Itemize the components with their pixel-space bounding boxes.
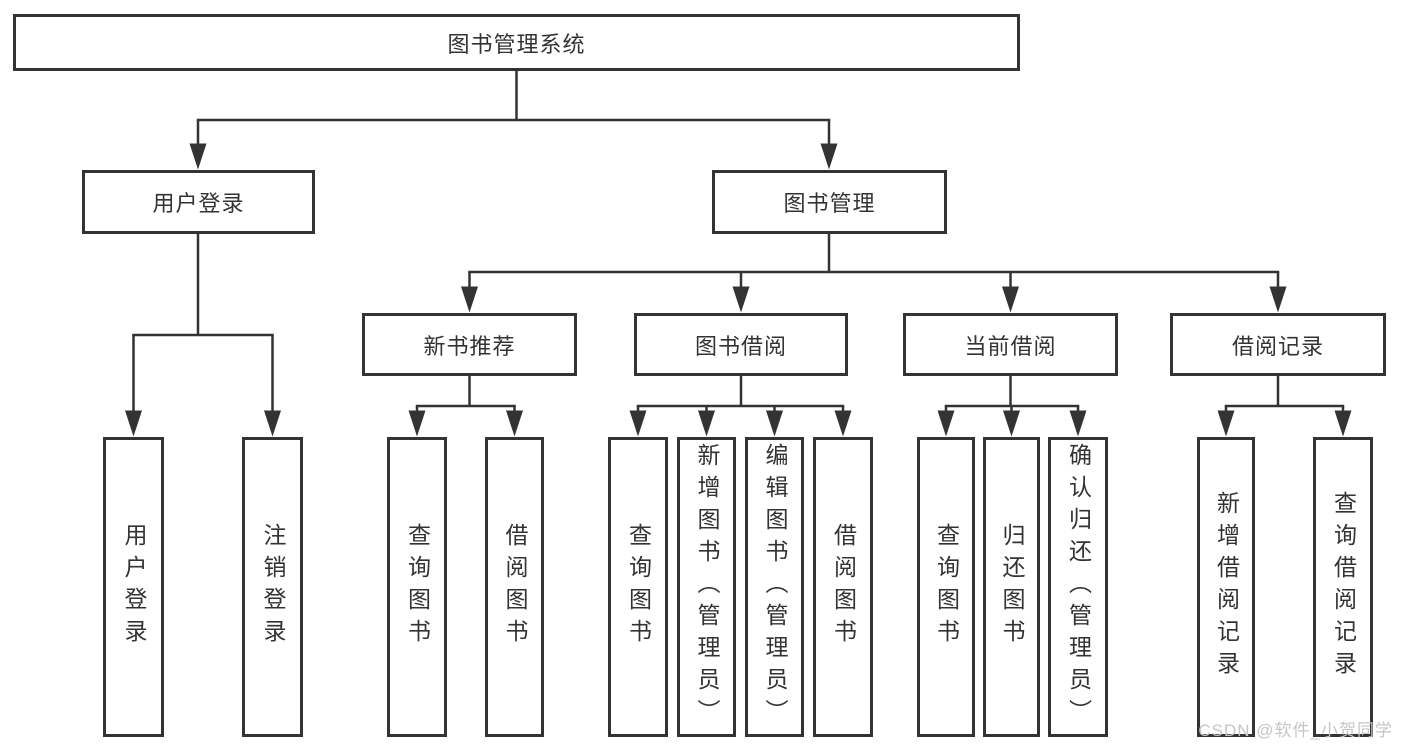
node-user-login-branch: 用户登录 (82, 170, 315, 234)
node-label: 当前借阅 (964, 333, 1057, 359)
arrowheads (125, 143, 1352, 437)
node-edit-books-admin-leaf: 编辑图书（管理员） (745, 437, 804, 737)
node-borrow-books-leaf: 借阅图书 (485, 437, 544, 737)
node-label: 借阅图书 (502, 523, 528, 651)
node-query-books-leaf: 查询图书 (608, 437, 668, 737)
node-label: 查询借阅记录 (1330, 491, 1357, 683)
node-return-books-leaf: 归还图书 (983, 437, 1040, 737)
node-user-login-leaf: 用户登录 (103, 437, 164, 737)
node-label: 查询图书 (404, 523, 431, 651)
node-label: 确认归还（管理员） (1065, 443, 1092, 731)
node-confirm-return-admin-leaf: 确认归还（管理员） (1048, 437, 1108, 737)
node-label: 借阅图书 (830, 523, 857, 651)
csdn-watermark: CSDN @软件_小贺同学 (1198, 721, 1393, 740)
node-label: 用户登录 (121, 523, 147, 651)
node-label: 归还图书 (999, 523, 1025, 651)
node-book-management-branch: 图书管理 (712, 170, 947, 234)
node-new-book-recommendation: 新书推荐 (362, 313, 577, 376)
node-label: 借阅记录 (1231, 333, 1324, 359)
node-label: 新书推荐 (423, 333, 516, 359)
node-query-books-leaf: 查询图书 (387, 437, 447, 737)
node-label: 图书管理系统 (447, 31, 586, 57)
node-label: 用户登录 (152, 191, 245, 216)
node-add-borrow-record-leaf: 新增借阅记录 (1197, 437, 1255, 737)
node-label: 新增借阅记录 (1213, 491, 1240, 683)
node-label: 查询图书 (933, 523, 960, 651)
node-current-borrowing: 当前借阅 (903, 313, 1118, 376)
node-borrow-books-leaf: 借阅图书 (813, 437, 873, 737)
node-query-books-leaf: 查询图书 (917, 437, 975, 737)
node-logout-leaf: 注销登录 (242, 437, 303, 737)
node-borrowing-records: 借阅记录 (1170, 313, 1386, 376)
node-add-books-admin-leaf: 新增图书（管理员） (677, 437, 736, 737)
node-label: 注销登录 (260, 523, 286, 651)
node-label: 查询图书 (625, 523, 652, 651)
node-label: 图书借阅 (694, 333, 787, 359)
node-library-management-system: 图书管理系统 (13, 14, 1020, 71)
node-label: 编辑图书（管理员） (762, 443, 788, 731)
node-label: 图书管理 (783, 191, 876, 216)
node-label: 新增图书（管理员） (694, 443, 720, 731)
node-query-borrow-record-leaf: 查询借阅记录 (1313, 437, 1373, 737)
node-book-borrowing: 图书借阅 (634, 313, 848, 376)
